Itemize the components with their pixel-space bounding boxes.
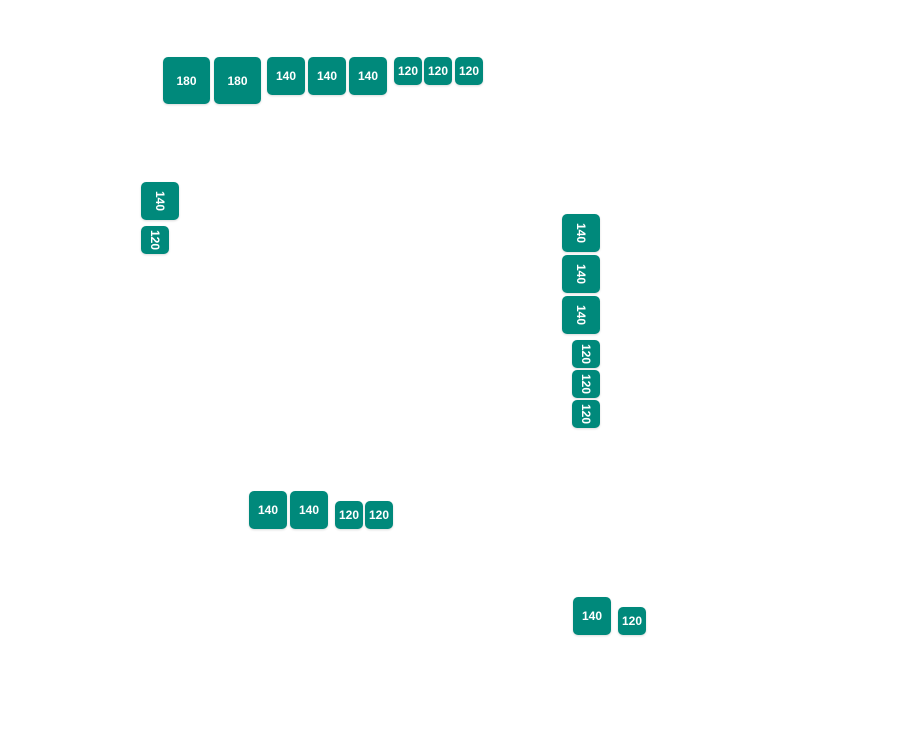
tile-label: 120 (579, 373, 593, 395)
tile-140-top-3[interactable]: 140 (349, 57, 387, 95)
tile-label: 140 (574, 222, 588, 244)
tile-label: 140 (257, 503, 279, 517)
tile-label: 140 (153, 190, 167, 212)
tile-120-right-3[interactable]: 120 (572, 400, 600, 428)
tile-label: 120 (338, 508, 360, 522)
tile-label: 120 (368, 508, 390, 522)
tile-label: 140 (298, 503, 320, 517)
tile-label: 180 (227, 73, 248, 88)
tile-label: 140 (581, 609, 603, 623)
tile-120-right-1[interactable]: 120 (572, 340, 600, 368)
tile-120-middle-2[interactable]: 120 (365, 501, 393, 529)
tile-140-top-1[interactable]: 140 (267, 57, 305, 95)
tile-label: 140 (574, 304, 588, 326)
tile-140-left-1[interactable]: 140 (141, 182, 179, 220)
tile-140-right-1[interactable]: 140 (562, 214, 600, 252)
tile-180-top-1[interactable]: 180 (163, 57, 210, 104)
tile-label: 140 (574, 263, 588, 285)
tile-label: 120 (579, 403, 593, 425)
tile-label: 120 (579, 343, 593, 365)
tile-140-middle-1[interactable]: 140 (249, 491, 287, 529)
tile-120-top-2[interactable]: 120 (424, 57, 452, 85)
tile-120-top-3[interactable]: 120 (455, 57, 483, 85)
tile-120-bottom-right-1[interactable]: 120 (618, 607, 646, 635)
tile-140-bottom-right-1[interactable]: 140 (573, 597, 611, 635)
tile-120-left-1[interactable]: 120 (141, 226, 169, 254)
tile-label: 140 (275, 69, 297, 83)
tile-label: 140 (357, 69, 379, 83)
tile-120-top-1[interactable]: 120 (394, 57, 422, 85)
tile-140-middle-2[interactable]: 140 (290, 491, 328, 529)
tile-140-right-3[interactable]: 140 (562, 296, 600, 334)
tile-label: 120 (148, 229, 162, 251)
tile-label: 120 (397, 64, 419, 78)
tile-label: 120 (621, 614, 643, 628)
tile-140-top-2[interactable]: 140 (308, 57, 346, 95)
tile-label: 180 (176, 73, 197, 88)
tile-140-right-2[interactable]: 140 (562, 255, 600, 293)
tile-120-middle-1[interactable]: 120 (335, 501, 363, 529)
tile-label: 140 (316, 69, 338, 83)
tile-180-top-2[interactable]: 180 (214, 57, 261, 104)
tile-120-right-2[interactable]: 120 (572, 370, 600, 398)
tile-label: 120 (427, 64, 449, 78)
tile-label: 120 (458, 64, 480, 78)
